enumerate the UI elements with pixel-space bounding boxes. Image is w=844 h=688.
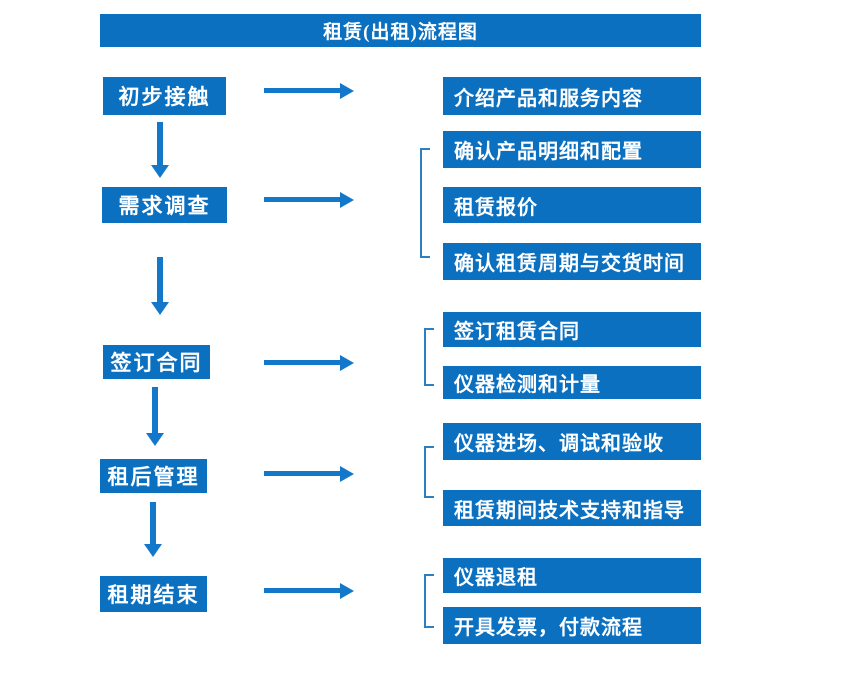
detail-box: 签订租赁合同 [443, 312, 701, 347]
group-bracket [424, 574, 434, 628]
detail-box: 租赁期间技术支持和指导 [443, 490, 701, 526]
detail-box: 仪器退租 [443, 558, 701, 593]
down-arrow-icon [150, 502, 156, 544]
stage-box-rental-end: 租期结束 [100, 576, 207, 612]
stage-box-demand-survey: 需求调查 [102, 187, 227, 223]
group-bracket [420, 148, 430, 258]
detail-box: 开具发票，付款流程 [443, 607, 701, 644]
down-arrow-icon [152, 387, 158, 433]
diagram-title: 租赁(出租)流程图 [100, 14, 701, 47]
down-arrow-icon [157, 257, 163, 302]
down-arrow-icon [157, 122, 163, 165]
stage-box-post-rental: 租后管理 [100, 459, 207, 493]
right-arrow-icon [264, 88, 340, 93]
detail-box: 仪器检测和计量 [443, 366, 701, 399]
detail-box: 介绍产品和服务内容 [443, 77, 701, 115]
group-bracket [424, 328, 434, 386]
right-arrow-icon [264, 197, 340, 202]
right-arrow-icon [264, 588, 340, 593]
detail-box: 仪器进场、调试和验收 [443, 423, 701, 460]
detail-box: 确认租赁周期与交货时间 [443, 243, 701, 280]
stage-box-sign-contract: 签订合同 [103, 345, 210, 379]
stage-box-initial-contact: 初步接触 [103, 77, 226, 115]
detail-box: 确认产品明细和配置 [443, 131, 701, 168]
detail-box: 租赁报价 [443, 187, 701, 223]
right-arrow-icon [264, 471, 340, 476]
group-bracket [424, 446, 434, 498]
right-arrow-icon [264, 360, 340, 365]
